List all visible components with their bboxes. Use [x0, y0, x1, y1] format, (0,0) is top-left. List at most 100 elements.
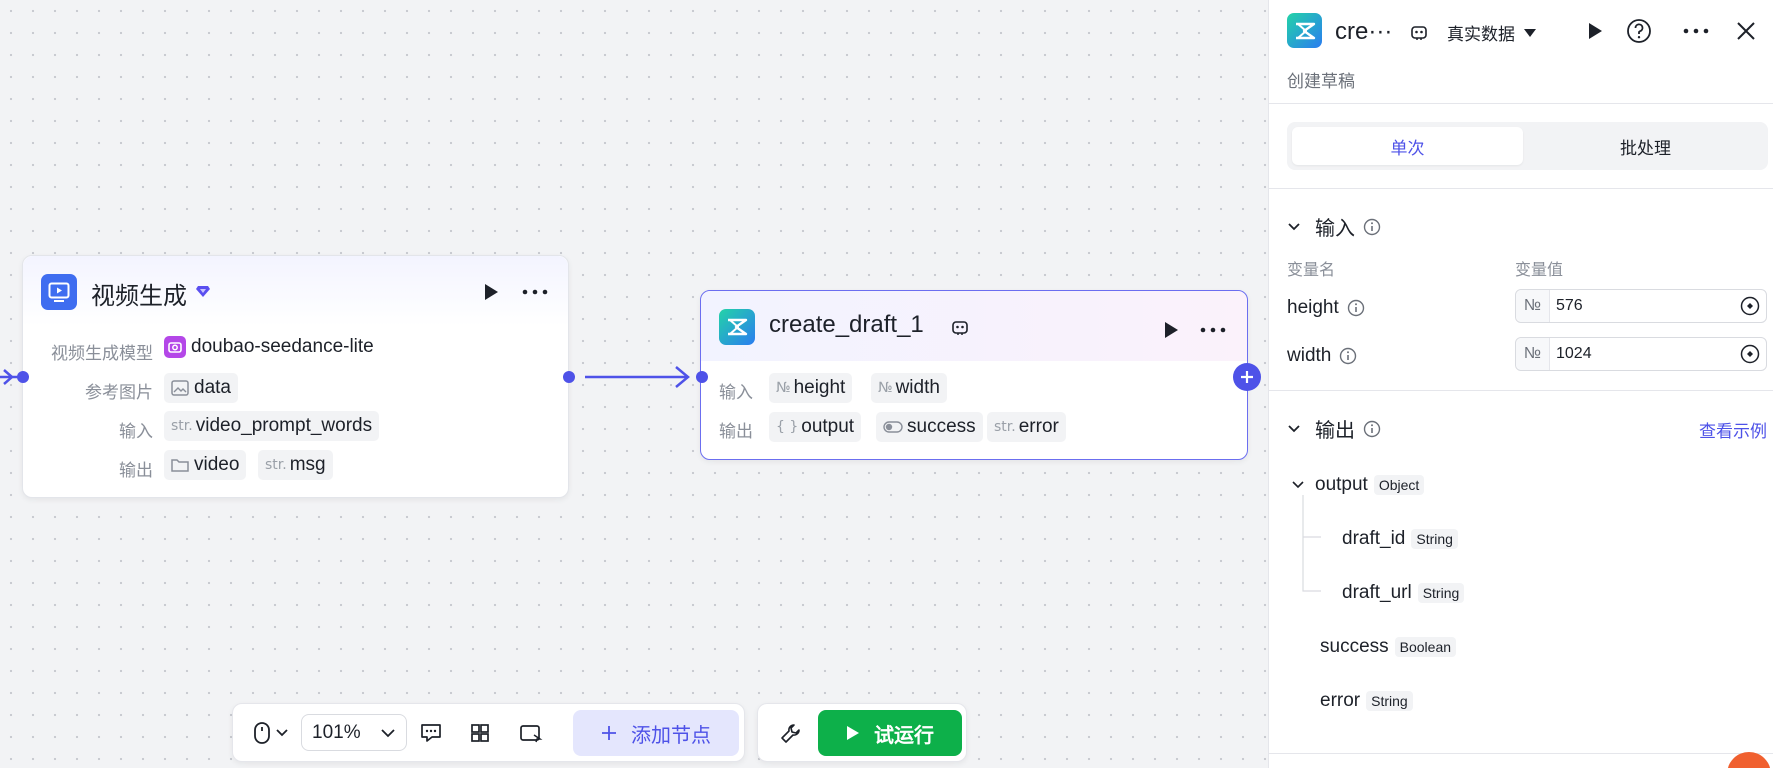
close-panel-button[interactable] [1733, 18, 1759, 44]
var-name-label: height [1287, 297, 1339, 318]
output-field-draft-id: draft_id String [1342, 528, 1458, 550]
node-create-draft[interactable]: create_draft_1 输入 № height № width 输出 { … [700, 290, 1248, 460]
chevron-down-icon[interactable] [1291, 480, 1305, 490]
info-icon[interactable] [1339, 347, 1357, 365]
row-label-output: 输出 [119, 461, 153, 480]
output-field-success: success Boolean [1320, 636, 1457, 658]
data-mode-dropdown[interactable]: 真实数据 [1447, 20, 1537, 45]
add-node-button[interactable]: 添加节点 [573, 710, 739, 756]
run-node-button[interactable] [1159, 318, 1183, 342]
comment-button[interactable] [416, 719, 446, 747]
info-icon[interactable] [1347, 299, 1365, 317]
chevron-down-icon [1288, 424, 1300, 432]
chevron-down-icon [1288, 222, 1300, 230]
plus-icon [1241, 371, 1253, 383]
column-header-name: 变量名 [1287, 262, 1336, 279]
grid-layout-icon [471, 724, 489, 742]
output-chip-video: video [164, 450, 247, 480]
run-node-button[interactable] [479, 280, 503, 304]
row-label-input: 输入 [119, 422, 153, 441]
type-badge: String [1366, 691, 1413, 711]
panel-subtitle: 创建草稿 [1287, 72, 1355, 91]
help-button[interactable] [1625, 17, 1653, 45]
plugin-robot-icon [1410, 24, 1428, 45]
tab-batch[interactable]: 批处理 [1620, 138, 1671, 158]
mouse-icon [254, 722, 270, 744]
height-input[interactable] [1556, 294, 1726, 318]
video-play-icon [41, 274, 77, 310]
info-icon[interactable] [1363, 218, 1381, 236]
var-name-label: width [1287, 345, 1332, 366]
info-icon[interactable] [1363, 420, 1381, 438]
add-next-node-button[interactable] [1233, 363, 1261, 391]
floating-assistant-button[interactable] [1727, 752, 1771, 768]
width-input[interactable] [1556, 342, 1726, 366]
folder-icon [171, 458, 189, 473]
more-options-button[interactable] [1681, 18, 1711, 44]
panel-node-icon [1287, 13, 1322, 48]
output-chip-success: success [876, 412, 983, 442]
panel-title[interactable]: cre··· [1335, 18, 1393, 45]
test-run-button[interactable]: 试运行 [818, 710, 962, 756]
image-icon [171, 380, 189, 396]
more-options-button[interactable] [1198, 318, 1228, 342]
zoom-select[interactable]: 101% [301, 714, 407, 751]
row-label-model: 视频生成模型 [51, 344, 153, 363]
string-type-icon: str. [171, 418, 193, 434]
row-label-reference-image: 参考图片 [85, 383, 153, 402]
interaction-mode-dropdown[interactable] [245, 719, 297, 747]
variable-reference-icon[interactable] [1740, 296, 1760, 316]
tab-single[interactable]: 单次 [1292, 127, 1523, 165]
capcut-logo-icon [719, 309, 755, 345]
input-port-draft[interactable] [696, 371, 708, 383]
output-chip-output: { } output [769, 412, 862, 442]
add-node-label: 添加节点 [631, 724, 711, 747]
edge-arrow [675, 366, 690, 388]
input-section-toggle[interactable]: 输入 [1287, 212, 1381, 241]
play-icon [847, 726, 859, 740]
minimap-button[interactable] [516, 719, 546, 747]
node-title: 视频生成 [91, 283, 187, 310]
node-header [701, 291, 1247, 361]
tree-lines [1302, 495, 1321, 592]
output-section-toggle[interactable]: 输出 [1287, 414, 1381, 443]
output-port-video[interactable] [563, 371, 575, 383]
tabs-divider [1269, 188, 1773, 189]
run-node-button[interactable] [1582, 18, 1608, 44]
debug-tools-button[interactable] [776, 719, 806, 747]
number-type-icon: № [1516, 338, 1550, 370]
more-options-button[interactable] [520, 280, 550, 304]
toggle-icon [883, 421, 903, 433]
output-var-msg: msg [289, 454, 326, 475]
play-icon [485, 284, 498, 300]
plus-icon [602, 726, 616, 740]
run-toolbar: 试运行 [757, 703, 967, 762]
input-var-name: video_prompt_words [195, 415, 373, 436]
column-header-value: 变量值 [1515, 262, 1564, 279]
output-chip-msg: str. msg [258, 450, 333, 480]
reference-image-value: data [194, 377, 231, 398]
input-port-video[interactable] [17, 371, 29, 383]
var-name-width: width [1287, 345, 1357, 367]
header-divider [1269, 103, 1773, 104]
input-chip-width: № width [871, 373, 947, 403]
field-name: draft_url [1342, 582, 1412, 603]
view-example-link[interactable]: 查看示例 [1699, 422, 1767, 441]
workflow-canvas[interactable]: 视频生成 视频生成模型 doubao-seedance-lite 参考图片 da… [0, 0, 1268, 768]
string-type-icon: str. [994, 419, 1016, 435]
run-mode-tabs: 单次 批处理 [1287, 122, 1768, 170]
question-circle-icon [1627, 19, 1651, 43]
model-name: doubao-seedance-lite [191, 336, 374, 357]
ellipsis-icon [522, 289, 548, 295]
capcut-logo-icon [1295, 22, 1315, 39]
auto-layout-button[interactable] [465, 719, 495, 747]
node-test-panel: cre··· 真实数据 创建草稿 单次 批处理 输入 变量名 变量值 heigh… [1268, 0, 1773, 768]
node-video-generation[interactable]: 视频生成 视频生成模型 doubao-seedance-lite 参考图片 da… [22, 255, 569, 498]
width-value-field[interactable]: № [1515, 337, 1767, 371]
output-var-name: success [907, 416, 976, 437]
node-title: create_draft_1 [769, 311, 924, 338]
premium-gem-icon [195, 283, 211, 304]
height-value-field[interactable]: № [1515, 289, 1767, 323]
variable-reference-icon[interactable] [1740, 344, 1760, 364]
output-section-title: 输出 [1315, 420, 1355, 442]
